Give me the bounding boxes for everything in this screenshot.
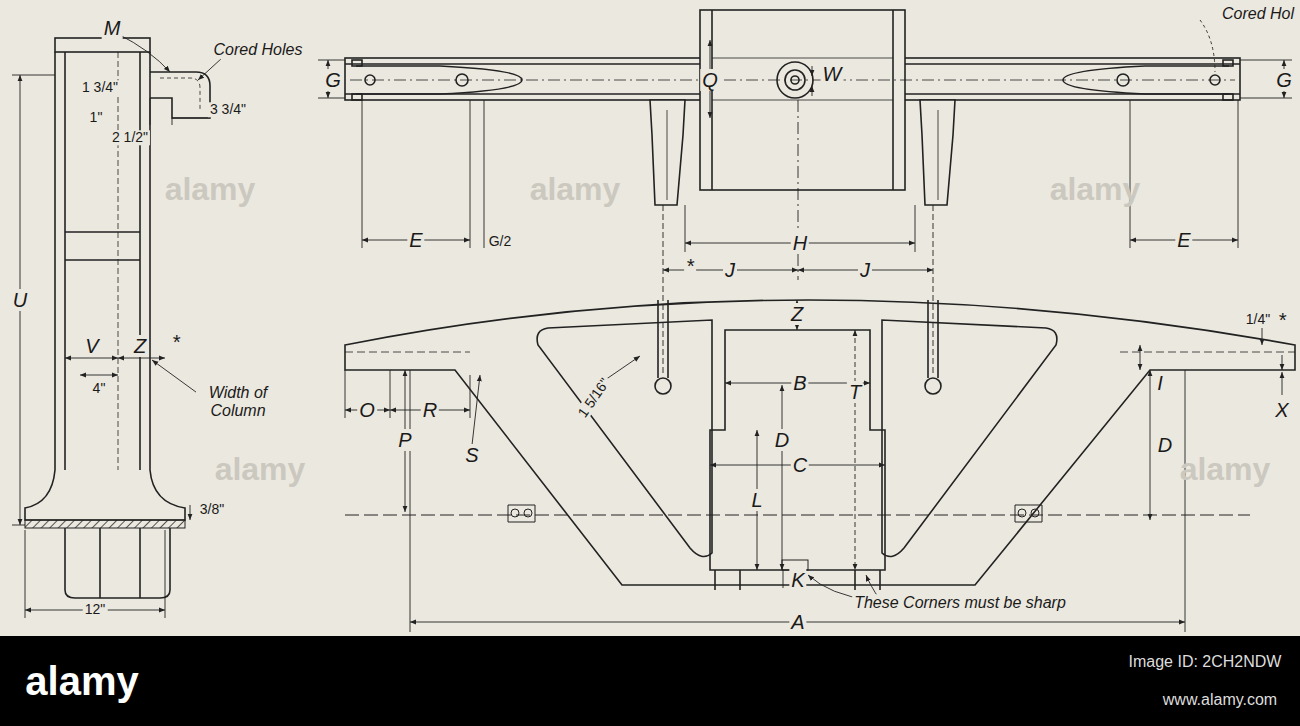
dimension-value: 1 3/4"	[80, 80, 120, 95]
dimension-letter: O	[357, 399, 377, 421]
watermark: alamy	[1178, 452, 1273, 487]
watermark-logo: alamy	[23, 659, 140, 703]
callout-note: Cored Hol	[1220, 5, 1296, 23]
dimension-letter: E	[407, 229, 424, 251]
dimension-letter: I	[1155, 372, 1165, 394]
image-url: www.alamy.com	[1161, 691, 1279, 709]
watermark: alamy	[213, 452, 308, 487]
watermark: alamy	[528, 172, 623, 207]
dimension-letter: M	[102, 17, 123, 39]
image-id: Image ID: 2CH2NDW	[1127, 653, 1284, 671]
dimension-value: 3 3/4"	[208, 102, 248, 117]
dimension-value: 2 1/2"	[110, 130, 150, 145]
dimension-value: 1/4"	[1244, 312, 1272, 327]
dimension-letter: E	[1175, 229, 1192, 251]
dimension-value: 3/8"	[198, 502, 226, 517]
dimension-letter: K	[789, 569, 806, 591]
asterisk-mark: *	[684, 255, 696, 277]
dimension-letter: S	[463, 444, 480, 466]
dimension-letter: H	[791, 232, 809, 254]
dimension-letter: Z	[789, 303, 805, 325]
dimension-letter: D	[1156, 434, 1174, 456]
dimension-letter: Q	[700, 69, 720, 91]
dimension-fraction: G/2	[487, 234, 514, 249]
dimension-value: 1 5/16"	[574, 374, 614, 422]
dimension-value: 1"	[88, 110, 105, 125]
dimension-letter: A	[789, 611, 806, 633]
callout-note: These Corners must be sharp	[852, 594, 1068, 612]
dimension-letter: C	[791, 454, 809, 476]
asterisk-mark: *	[170, 331, 182, 353]
dimension-letter: V	[83, 335, 100, 357]
dimension-letter: U	[11, 289, 29, 311]
dimension-letter: Z	[132, 335, 148, 357]
dimension-letter: G	[323, 69, 343, 91]
watermark: alamy	[163, 172, 258, 207]
dimension-letter: T	[847, 381, 863, 403]
dimension-letter: D	[773, 429, 791, 451]
dimension-letter: X	[1273, 399, 1290, 421]
dimension-letter: W	[821, 63, 844, 85]
callout-note: Width of Column	[196, 384, 280, 419]
callout-note: Cored Holes	[212, 41, 305, 59]
asterisk-mark: *	[1276, 309, 1288, 331]
dimension-letter: P	[396, 429, 413, 451]
dimension-letter: J	[723, 259, 737, 281]
dimension-letter: B	[791, 372, 808, 394]
dimension-letter: L	[749, 489, 764, 511]
dimension-value: 12"	[83, 602, 108, 617]
watermark: alamy	[1048, 172, 1143, 207]
dimension-value: 4"	[91, 381, 108, 396]
dimension-letter: R	[421, 399, 439, 421]
dimension-letter: J	[858, 259, 872, 281]
dimension-letter: G	[1274, 69, 1294, 91]
